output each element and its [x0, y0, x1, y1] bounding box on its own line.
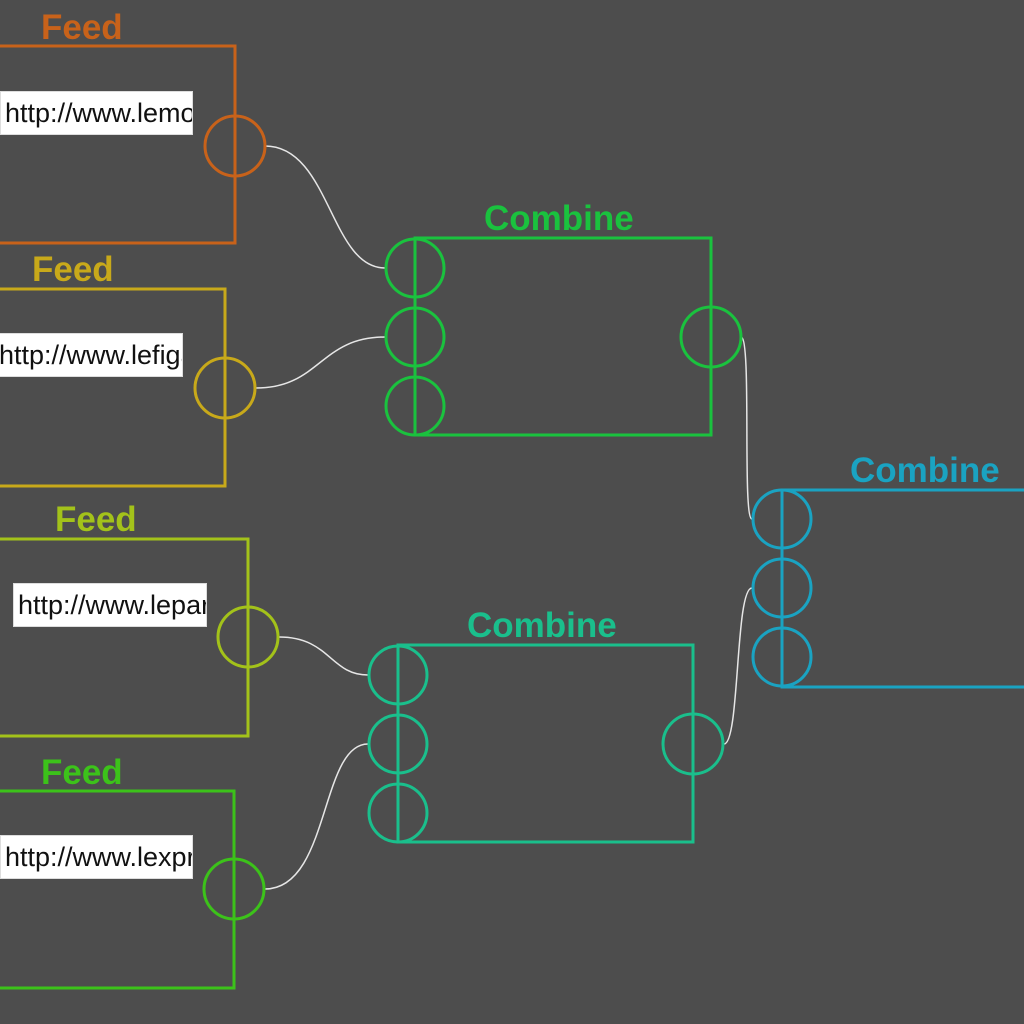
feed-node-title: Feed	[41, 8, 123, 47]
feed-node-title: Feed	[32, 250, 114, 289]
combine-node-body	[413, 236, 713, 437]
input-port[interactable]	[367, 644, 429, 706]
combine-node-title: Combine	[484, 199, 634, 238]
feed-url-input[interactable]	[0, 333, 183, 377]
combine-node-title: Combine	[467, 606, 617, 645]
input-port[interactable]	[367, 713, 429, 775]
feed-url-input[interactable]	[13, 583, 207, 627]
feed-node-body	[0, 44, 237, 245]
combine-node-body	[396, 643, 695, 844]
input-port[interactable]	[751, 557, 813, 619]
feed-node-title: Feed	[41, 753, 123, 792]
combine-node-body	[780, 488, 1024, 689]
feed-url-input[interactable]	[0, 91, 193, 135]
combine-node[interactable]	[384, 236, 743, 437]
input-port[interactable]	[751, 626, 813, 688]
feed-node[interactable]	[0, 537, 280, 738]
feed-url-input[interactable]	[0, 835, 193, 879]
input-port[interactable]	[384, 375, 446, 437]
wire-feed2-combine1	[255, 336, 386, 389]
combine-node-title: Combine	[850, 451, 1000, 490]
combine-node[interactable]	[751, 488, 1024, 689]
wire-combine1-combine3	[740, 336, 753, 520]
input-port[interactable]	[367, 782, 429, 844]
combine-node[interactable]	[367, 643, 725, 844]
feed-node-body	[0, 537, 250, 738]
feed-node-title: Feed	[55, 500, 137, 539]
wire-feed1-combine1	[264, 145, 386, 269]
feed-node[interactable]	[0, 44, 267, 245]
feed-node[interactable]	[0, 789, 266, 990]
wire-combine2-combine3	[723, 587, 753, 745]
wire-feed3-combine2	[278, 636, 369, 676]
feed-node-body	[0, 789, 236, 990]
feed-node-body	[0, 287, 227, 488]
input-port[interactable]	[751, 488, 813, 550]
input-port[interactable]	[384, 306, 446, 368]
feed-node[interactable]	[0, 287, 257, 488]
input-port[interactable]	[384, 237, 446, 299]
wire-feed4-combine2	[264, 743, 369, 890]
